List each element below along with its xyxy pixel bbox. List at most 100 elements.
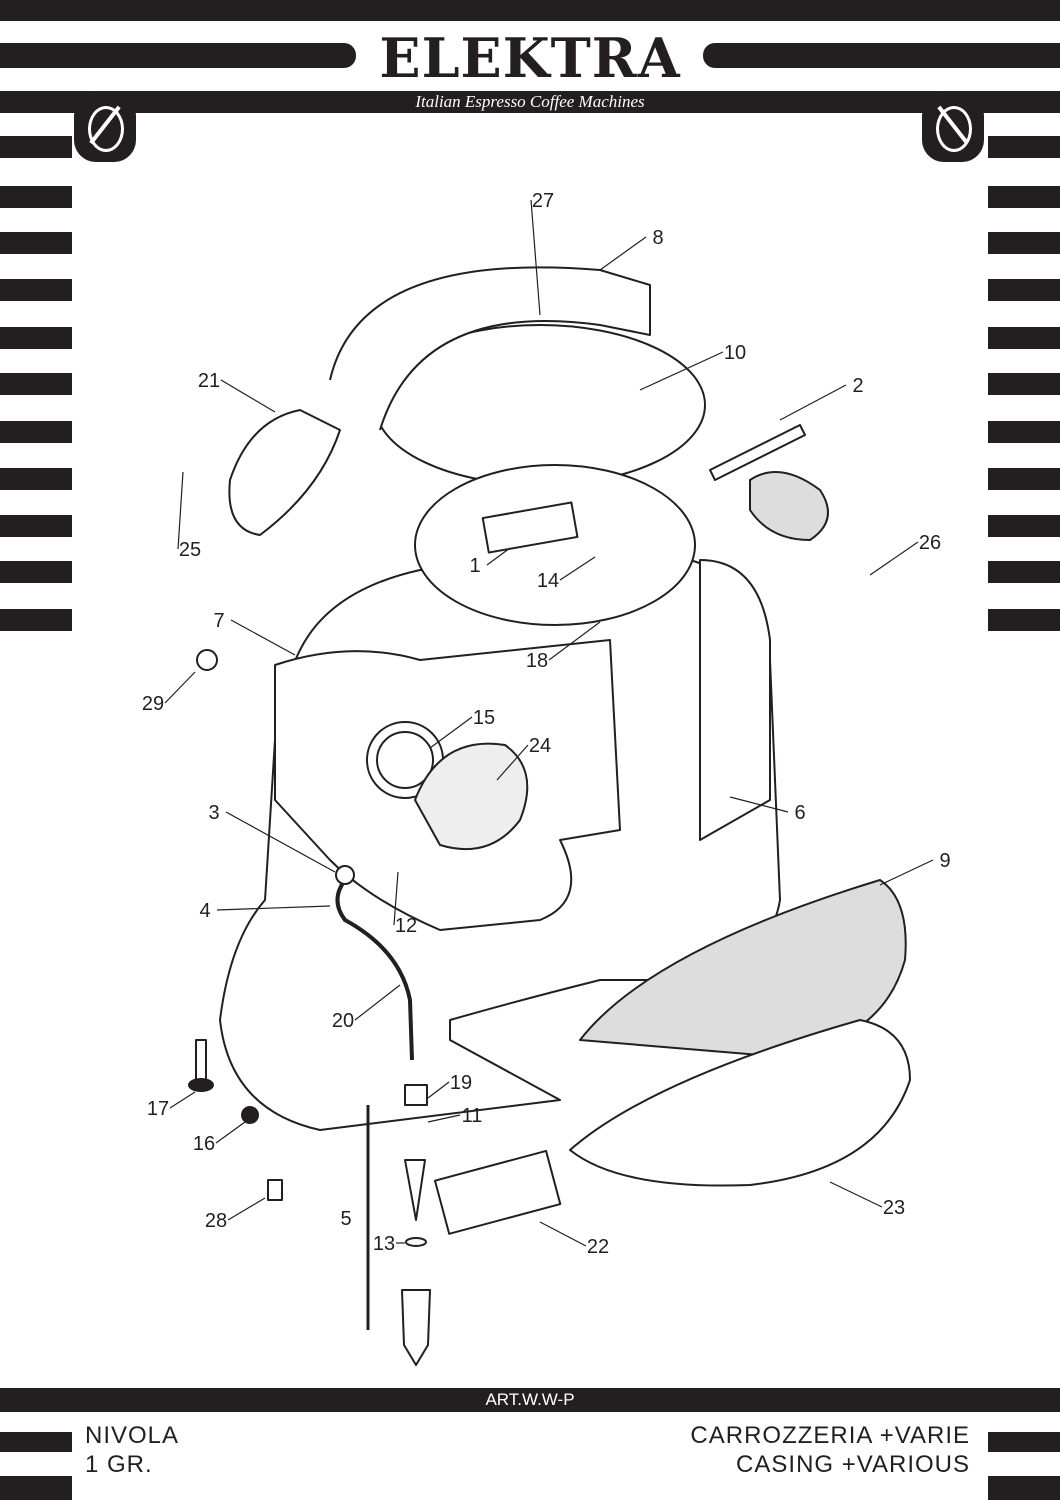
leader-line-17 <box>169 1091 196 1109</box>
callout-17: 17 <box>147 1098 169 1120</box>
knob <box>749 471 829 541</box>
callout-3: 3 <box>208 802 219 824</box>
steam-pipe-4 <box>335 878 414 1061</box>
nut-16 <box>241 1106 259 1124</box>
side-stripe-right <box>988 373 1060 395</box>
side-stripe-left <box>0 468 72 490</box>
label-1 <box>481 501 579 554</box>
oring-13 <box>405 1237 427 1247</box>
side-stripe-right <box>988 609 1060 631</box>
callout-11: 11 <box>462 1105 483 1127</box>
header-band <box>0 91 1060 113</box>
leader-line-7 <box>230 619 296 656</box>
callout-16: 16 <box>193 1133 215 1155</box>
screw-icon-left <box>74 94 136 162</box>
leader-line-21 <box>220 379 276 413</box>
callout-28: 28 <box>205 1210 227 1232</box>
callout-5: 5 <box>340 1208 351 1230</box>
side-stripe-right <box>988 327 1060 349</box>
leader-line-25 <box>177 471 184 550</box>
side-stripe-left <box>0 421 72 443</box>
footer-stripe-right-1 <box>988 1432 1060 1452</box>
screw-17 <box>195 1039 207 1081</box>
side-stripe-left <box>0 279 72 301</box>
callout-1: 1 <box>469 555 480 577</box>
footer-stripe-left-1 <box>0 1432 72 1452</box>
side-stripe-right <box>988 468 1060 490</box>
leader-line-12 <box>393 871 399 926</box>
header-stripe-left-lower <box>0 136 72 158</box>
leader-line-15 <box>429 716 473 749</box>
side-stripe-right <box>988 279 1060 301</box>
side-stripe-right <box>988 186 1060 208</box>
top-cover-18 <box>414 464 696 626</box>
leader-line-28 <box>227 1197 266 1221</box>
leader-line-26 <box>869 541 919 576</box>
section-title-en: CASING +VARIOUS <box>736 1451 970 1478</box>
brand-logo: ELEKTRA <box>379 26 681 90</box>
callout-23: 23 <box>883 1197 905 1219</box>
leader-line-18 <box>548 621 601 661</box>
rail-8 <box>329 266 651 431</box>
callout-12: 12 <box>395 915 417 937</box>
callout-18: 18 <box>526 650 548 672</box>
label-plate-22 <box>433 1149 562 1235</box>
leader-line-20 <box>354 984 401 1021</box>
callout-6: 6 <box>794 802 805 824</box>
wand-sleeve <box>401 1289 431 1366</box>
header-stripe-left <box>0 43 356 68</box>
side-stripe-left <box>0 186 72 208</box>
header-stripe-right-lower <box>988 136 1060 158</box>
leader-line-6 <box>729 796 789 813</box>
leader-line-11 <box>427 1114 461 1123</box>
side-stripe-right <box>988 561 1060 583</box>
side-stripe-right <box>988 421 1060 443</box>
leader-line-29 <box>164 671 196 704</box>
leader-line-19 <box>427 1081 450 1099</box>
clip-2 <box>709 424 806 481</box>
nut-28 <box>267 1179 283 1201</box>
callout-8: 8 <box>652 227 663 249</box>
section-title-it: CARROZZERIA +VARIE <box>690 1422 970 1449</box>
cap-29 <box>196 649 218 671</box>
leader-line-16 <box>215 1121 246 1144</box>
side-stripe-left <box>0 327 72 349</box>
article-code: ART.W.W-P <box>0 1388 1060 1412</box>
header-stripe-top <box>0 0 1060 21</box>
callout-2: 2 <box>852 375 863 397</box>
leader-line-1 <box>486 547 511 566</box>
leader-line-22 <box>539 1221 587 1247</box>
callout-13: 13 <box>373 1233 395 1255</box>
screw-icon-right <box>922 94 984 162</box>
side-stripe-right <box>988 232 1060 254</box>
steam-tip <box>404 1159 426 1221</box>
footer-stripe-left-2 <box>0 1476 72 1500</box>
side-stripe-left <box>0 373 72 395</box>
callout-9: 9 <box>939 850 950 872</box>
header-stripe-right <box>703 43 1060 68</box>
callout-4: 4 <box>199 900 210 922</box>
leader-line-10 <box>639 351 724 391</box>
leader-line-14 <box>559 556 596 581</box>
side-stripe-right <box>988 515 1060 537</box>
leader-line-24 <box>496 744 529 781</box>
callout-29: 29 <box>142 693 164 715</box>
callout-10: 10 <box>724 342 746 364</box>
footer-stripe-right-2 <box>988 1476 1060 1500</box>
side-stripe-left <box>0 515 72 537</box>
side-stripe-left <box>0 609 72 631</box>
side-panel-6 <box>699 559 771 841</box>
brand-tagline: Italian Espresso Coffee Machines <box>415 92 645 111</box>
leader-line-4 <box>216 905 331 911</box>
callout-21: 21 <box>198 370 220 392</box>
leader-line-2 <box>779 384 847 421</box>
callout-25: 25 <box>179 539 201 561</box>
callout-27: 27 <box>532 190 554 212</box>
callout-7: 7 <box>213 610 224 632</box>
fitting-3 <box>335 865 355 885</box>
leader-line-27 <box>530 199 541 316</box>
leader-line-23 <box>829 1181 883 1208</box>
callout-15: 15 <box>473 707 495 729</box>
model-name: NIVOLA <box>85 1422 180 1449</box>
